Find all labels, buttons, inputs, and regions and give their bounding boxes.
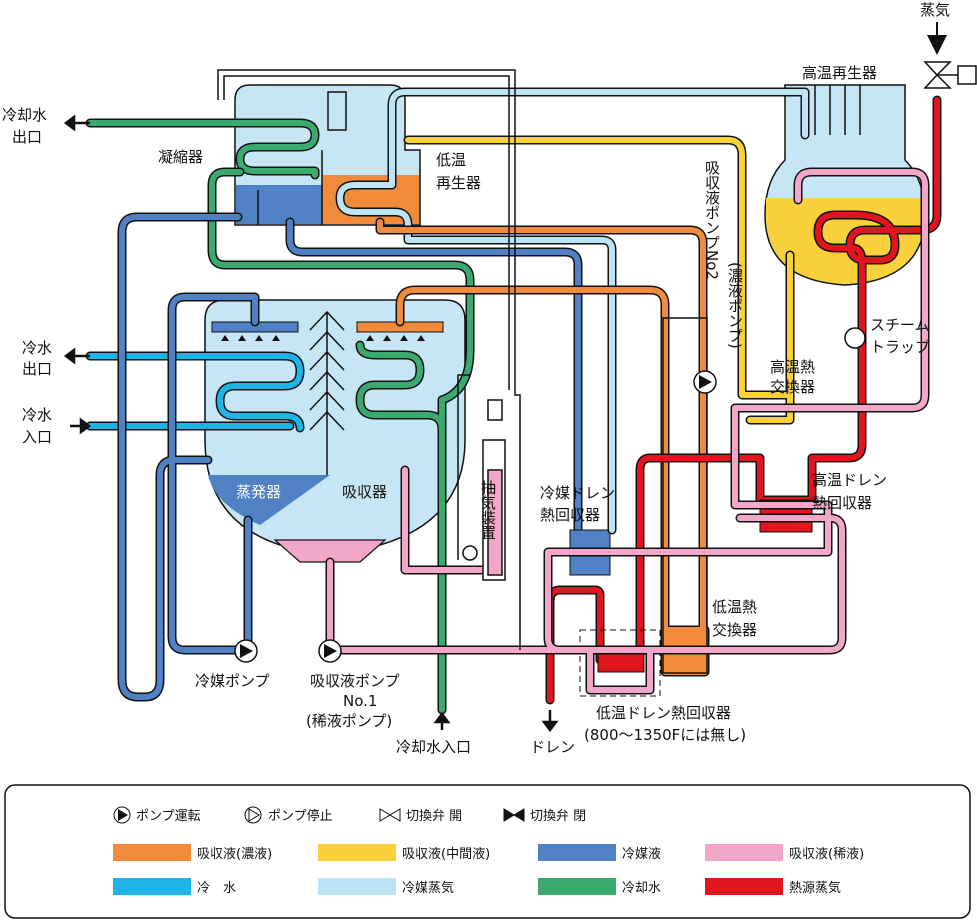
steam-trap — [844, 327, 866, 349]
refrigerant-pump-icon[interactable] — [234, 639, 258, 663]
legend-swatch — [705, 844, 783, 861]
refrigerant-pump-label: 冷媒ポンプ — [195, 672, 270, 690]
legend-swatch — [705, 878, 783, 895]
steam-label: 蒸気 — [920, 1, 950, 19]
legend-valve-closed: 切換弁 閉 — [503, 808, 586, 824]
legend-item-label: 冷却水 — [622, 881, 661, 896]
pump-no2-label: 吸収液ポンプNo2 — [703, 160, 721, 280]
legend-item-label: 冷媒蒸気 — [402, 880, 454, 896]
chilled-in-label-2: 入口 — [22, 428, 52, 446]
pump-no1-label-2: No.1 — [343, 692, 377, 710]
lth-label-2: 交換器 — [712, 621, 757, 639]
legend-items: 吸収液(濃液) 吸収液(中間液) 冷媒液 吸収液(稀液) 冷 水 冷媒蒸気 冷却水 熱源蒸気 — [113, 844, 864, 896]
ht-drain-label-2: 熱回収器 — [812, 494, 872, 512]
evaporator-label: 蒸発器 — [236, 483, 281, 501]
legend-swatch — [113, 844, 191, 861]
legend-pump-run: ポンプ運転 — [113, 806, 201, 824]
purge-unit-label: 抽気装置 — [479, 480, 497, 540]
pump-no1-label-3: (稀液ポンプ) — [306, 712, 392, 730]
legend-swatch — [318, 878, 396, 895]
high-temp-generator-label: 高温再生器 — [802, 64, 877, 82]
chilled-out-label-1: 冷水 — [22, 339, 52, 357]
cooling-water-inlet-label: 冷却水入口 — [396, 738, 471, 756]
low-temp-generator-label-2: 再生器 — [436, 174, 481, 192]
pump-no2-sub-label: (濃液ポンプ) — [726, 262, 744, 349]
condenser-refrigerant-pool — [236, 185, 322, 224]
absorber-dilute-pool — [273, 539, 387, 563]
legend-item-label: 冷 水 — [197, 881, 236, 896]
legend-item-label: 吸収液(中間液) — [402, 847, 490, 862]
chilled-out-label-2: 出口 — [22, 360, 52, 378]
chilled-in-label-1: 冷水 — [22, 406, 52, 424]
legend-swatch — [113, 878, 191, 895]
lt-drain-label-1: 低温ドレン熱回収器 — [596, 704, 731, 722]
legend-pump-stop: ポンプ停止 — [244, 806, 333, 824]
steam-trap-label-2: トラップ — [870, 338, 930, 356]
lt-drain-label-2: (800〜1350Fには無し) — [584, 726, 746, 744]
steam-valve-icon[interactable] — [923, 22, 977, 89]
ref-drain-label-1: 冷媒ドレン — [540, 484, 615, 502]
legend-item-label: 吸収液(濃液) — [197, 847, 272, 862]
ht-drain-label-1: 高温ドレン — [812, 471, 887, 489]
low-temp-heat-exchanger — [662, 317, 708, 674]
legend-swatch — [538, 878, 616, 895]
absorber-label: 吸収器 — [342, 483, 387, 501]
condenser-label: 凝縮器 — [158, 148, 203, 166]
absorbent-pump-no2-icon[interactable] — [693, 370, 717, 394]
hth-label-2: 交換器 — [770, 378, 815, 396]
ref-drain-label-2: 熱回収器 — [540, 506, 600, 524]
legend-valve-closed-label: 切換弁 閉 — [530, 809, 586, 824]
low-temp-drain-heat-recovery — [579, 629, 661, 697]
legend-pump-run-label: ポンプ運転 — [136, 809, 201, 824]
legend-item-label: 冷媒液 — [622, 847, 661, 862]
legend-swatch — [538, 844, 616, 861]
lth-label-1: 低温熱 — [712, 598, 757, 616]
cooling-water-outlet-label-1: 冷却水 — [2, 106, 47, 124]
drain-label: ドレン — [530, 738, 575, 756]
cooling-water-outlet-label-2: 出口 — [12, 128, 42, 146]
hth-label-1: 高温熱 — [770, 358, 815, 376]
low-temp-generator-label-1: 低温 — [436, 151, 466, 169]
legend-swatch — [318, 844, 396, 861]
legend-valve-open: 切換弁 開 — [379, 808, 462, 824]
evaporator-pool — [208, 475, 330, 525]
absorbent-pump-no1-icon[interactable] — [318, 639, 342, 663]
legend-pump-stop-label: ポンプ停止 — [268, 808, 333, 824]
pump-no1-label-1: 吸収液ポンプ — [310, 672, 400, 690]
steam-trap-label-1: スチーム — [870, 316, 930, 334]
legend-valve-open-label: 切換弁 開 — [406, 809, 462, 824]
legend-item-label: 吸収液(稀液) — [789, 847, 864, 862]
legend-item-label: 熱源蒸気 — [789, 880, 841, 896]
